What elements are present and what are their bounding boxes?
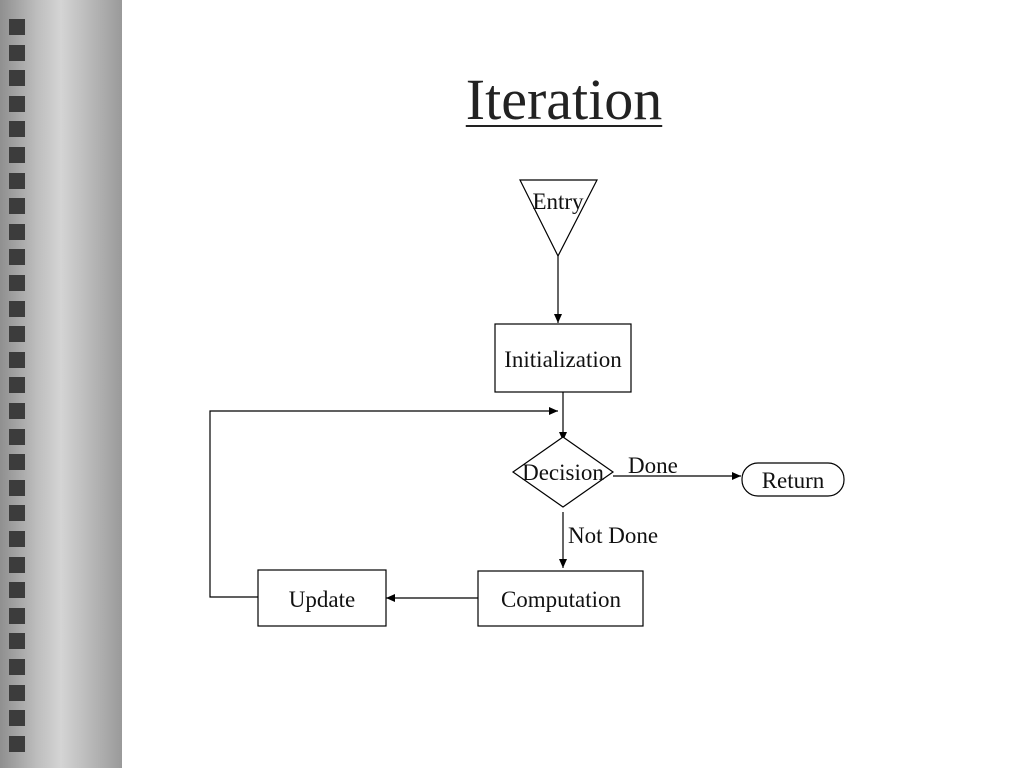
return-label: Return [762,468,825,493]
sidebar-bullet-icon [9,275,25,291]
sidebar-bullet-icon [9,351,25,368]
sidebar-bullet-icon [9,659,25,675]
sidebar-bullet-icon [9,70,25,87]
computation-node: Computation [477,570,644,627]
sidebar-bullet-icon [9,403,25,419]
sidebar-decoration [0,0,122,768]
initialization-node: Initialization [494,323,632,393]
sidebar-bullet-icon [9,633,25,650]
sidebar-bullet-icon [9,556,25,573]
edge-label-done: Done [628,453,678,478]
sidebar-bullet-icon [9,479,25,496]
initialization-label: Initialization [504,347,622,372]
sidebar-bullet-icon [9,223,25,240]
sidebar-bullet-icon [9,19,25,35]
sidebar-bullet-icon [9,531,25,547]
return-node: Return [741,462,845,497]
sidebar-bullet-icon [9,582,25,599]
sidebar-bullet-icon [9,735,25,752]
sidebar-bullet-icon [9,95,25,112]
decision-node: Decision [511,436,615,508]
sidebar-bullet-icon [9,326,25,343]
sidebar-bullet-icon [9,249,25,266]
entry-label: Entry [532,189,584,214]
sidebar-bullet-icon [9,377,25,394]
sidebar-bullet-icon [9,505,25,522]
edge-update-loop [209,407,558,598]
edge-label-not-done: Not Done [568,523,658,548]
sidebar-bullet-icon [9,121,25,138]
computation-label: Computation [501,587,622,612]
update-node: Update [257,569,387,627]
sidebar-bullet-icon [9,684,25,701]
sidebar-bullet-icon [9,300,25,317]
entry-node: Entry [519,179,598,258]
sidebar-bullet-icon [9,198,25,215]
decision-label: Decision [522,460,604,485]
sidebar-bullet-icon [9,147,25,163]
sidebar-bullet-icon [9,428,25,445]
sidebar-bullet-icon [9,454,25,471]
sidebar-bullet-icon [9,172,25,189]
update-label: Update [289,587,355,612]
sidebar-bullet-icon [9,607,25,624]
sidebar-bullet-icon [9,710,25,727]
slide-title: Iteration [465,67,663,132]
sidebar-bullet-icon [9,44,25,61]
